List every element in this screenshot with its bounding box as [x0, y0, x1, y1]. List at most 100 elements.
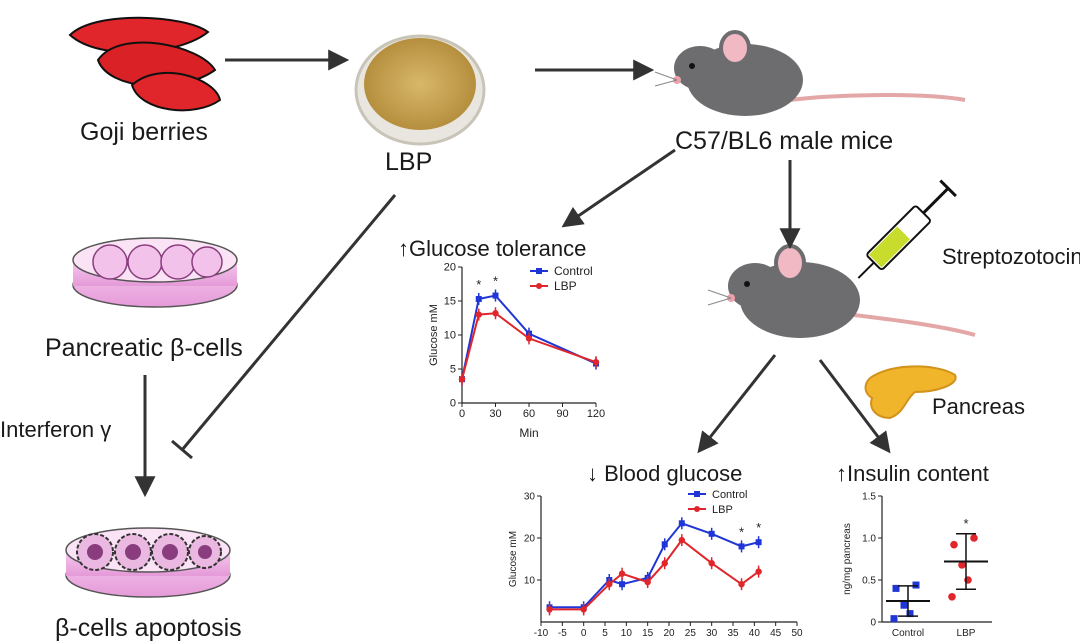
x-tick-label: 40 — [749, 628, 761, 639]
streptozotocin-label: Streptozotocin — [942, 244, 1080, 269]
pancreatic-beta-cells-label: Pancreatic β-cells — [45, 334, 243, 362]
x-tick-label: 35 — [727, 628, 739, 639]
x-tick-label: 5 — [602, 628, 608, 639]
data-point — [970, 534, 978, 542]
x-tick-label: 0 — [459, 408, 465, 420]
y-tick-label: 1.5 — [862, 492, 876, 503]
y-tick-label: 10 — [444, 330, 456, 342]
data-point — [755, 539, 762, 546]
x-tick-label: 25 — [685, 628, 697, 639]
goji-berries-icon — [68, 16, 222, 112]
x-tick-label: 30 — [706, 628, 718, 639]
data-point — [890, 615, 898, 623]
data-point — [900, 601, 908, 609]
data-point — [678, 536, 685, 544]
x-tick-label: 45 — [770, 628, 782, 639]
mouse-icon — [654, 30, 966, 116]
legend-label: Control — [712, 489, 747, 501]
data-point — [475, 311, 482, 318]
x-tick-label: 60 — [523, 408, 535, 420]
inhibition-bar — [171, 439, 193, 460]
x-tick-label: 15 — [642, 628, 654, 639]
mouse-icon — [707, 244, 976, 338]
x-tick-label: 0 — [581, 628, 587, 639]
x-tick-label: Control — [892, 628, 924, 639]
significance-marker: * — [756, 520, 761, 535]
x-axis-label: Min — [519, 426, 538, 440]
data-point — [458, 376, 466, 383]
y-tick-label: 10 — [524, 576, 536, 587]
arrow-stz-to-insulin — [818, 359, 891, 454]
series-line — [461, 312, 597, 380]
blood-glucose-title: ↓ Blood glucose — [587, 461, 743, 486]
data-point — [912, 581, 920, 589]
data-point — [661, 541, 668, 548]
insulin-content-title: ↑Insulin content — [836, 461, 989, 486]
y-tick-label: 30 — [524, 492, 536, 503]
flow-arrows — [134, 49, 891, 498]
data-point — [592, 359, 600, 366]
x-tick-label: 30 — [489, 408, 501, 420]
y-axis-label: Glucose mM — [428, 304, 440, 366]
data-point — [618, 570, 626, 577]
pancreas-icon — [864, 365, 957, 420]
inhibition-lbp-to-apoptosis — [180, 194, 397, 451]
legend-label: LBP — [712, 504, 733, 516]
data-point — [678, 520, 685, 527]
x-tick-label: 10 — [621, 628, 633, 639]
significance-marker: * — [963, 516, 968, 531]
series-line — [549, 522, 759, 609]
goji-berries-label: Goji berries — [80, 118, 208, 146]
lbp-label: LBP — [385, 148, 433, 176]
legend-marker — [536, 283, 542, 289]
petri-dish-apoptosis-icon — [65, 527, 231, 598]
y-axis-label: Glucose mM — [508, 531, 519, 587]
x-tick-label: -10 — [534, 628, 549, 639]
data-point — [738, 543, 745, 550]
data-point — [475, 295, 482, 302]
petri-dish-cells-icon — [72, 237, 238, 308]
data-point — [606, 581, 613, 588]
data-point — [525, 335, 533, 342]
data-point — [755, 568, 762, 575]
mice-label: C57/BL6 male mice — [675, 127, 894, 155]
data-point — [546, 606, 553, 613]
data-point — [906, 610, 914, 618]
y-tick-label: 0 — [450, 398, 456, 410]
x-tick-label: 20 — [663, 628, 675, 639]
syringe-icon — [857, 179, 957, 279]
data-point — [619, 581, 626, 588]
x-tick-label: 90 — [556, 408, 568, 420]
data-point — [580, 606, 587, 613]
pancreas-label: Pancreas — [932, 394, 1025, 419]
y-tick-label: 1.0 — [862, 534, 876, 545]
x-tick-label: 50 — [791, 628, 803, 639]
y-tick-label: 0 — [870, 618, 876, 629]
x-tick-label: -5 — [558, 628, 567, 639]
data-point — [708, 530, 715, 537]
arrow-mice-to-glucose-tolerance — [561, 148, 676, 228]
data-point — [738, 581, 745, 588]
data-point — [948, 593, 956, 601]
glucose-tolerance-title: ↑Glucose tolerance — [398, 236, 587, 261]
data-point — [950, 540, 958, 549]
y-tick-label: 20 — [524, 534, 536, 545]
y-tick-label: 0.5 — [862, 576, 876, 587]
series-line — [549, 538, 760, 611]
apoptosis-label: β-cells apoptosis — [55, 614, 242, 642]
interferon-label: Interferon γ — [0, 417, 112, 442]
data-point — [708, 560, 715, 567]
data-point — [492, 310, 499, 317]
significance-marker: * — [739, 524, 744, 539]
y-tick-label: 20 — [444, 262, 456, 274]
legend-marker — [536, 268, 542, 274]
data-point — [644, 578, 651, 586]
x-tick-label: 120 — [587, 408, 605, 420]
lbp-powder-icon — [354, 34, 486, 146]
x-tick-label: LBP — [957, 628, 976, 639]
legend-marker — [694, 506, 700, 512]
legend-marker — [694, 491, 700, 497]
legend-label: Control — [554, 264, 593, 278]
significance-marker: * — [476, 277, 481, 292]
